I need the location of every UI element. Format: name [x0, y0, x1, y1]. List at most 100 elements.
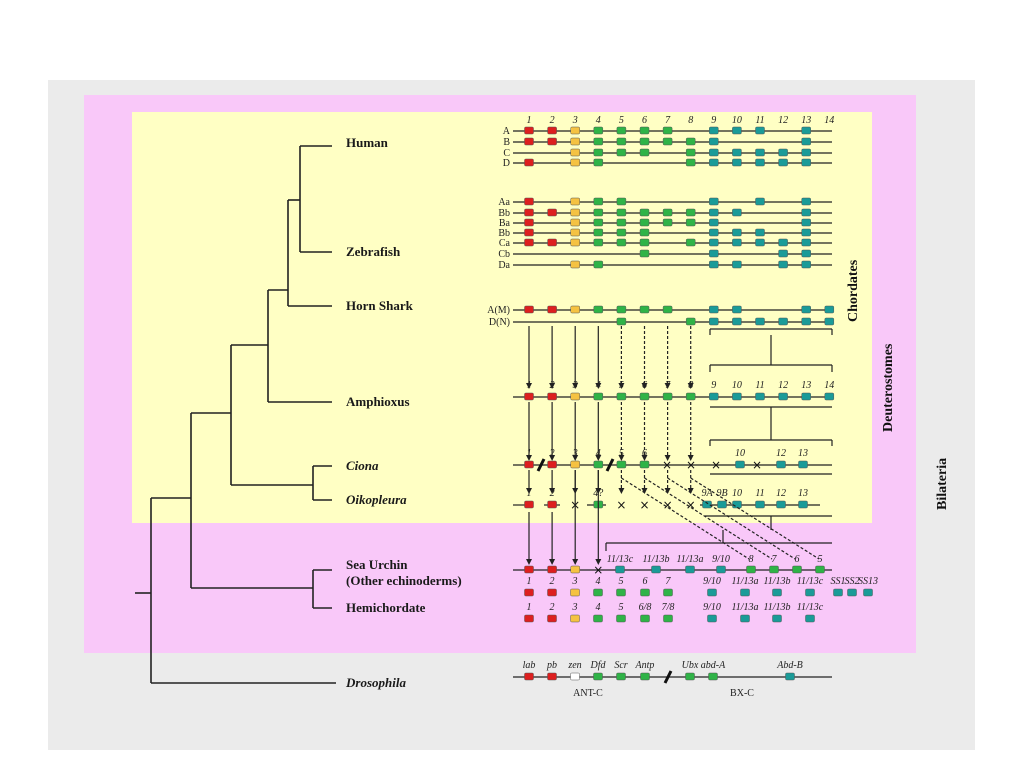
horn-shark-gene-box: [732, 317, 742, 326]
human-gene-box: [616, 148, 627, 157]
ciona-gene-number: 5: [619, 448, 624, 459]
oikopleura-gene-loss-mark: ×: [663, 498, 673, 512]
human-row-label: A: [503, 126, 511, 137]
human-gene-box: [732, 158, 742, 167]
drosophila-gene-box: [785, 672, 795, 681]
ciona-gene-box: [593, 460, 604, 469]
ciona-cluster-break: [536, 458, 546, 472]
amphioxus-to-ciona-dashed-arrow-head: [641, 455, 648, 461]
amphioxus-column-number: 2: [550, 380, 555, 391]
zebrafish-row-label: Cb: [498, 249, 510, 260]
human-column-number: 8: [688, 115, 693, 126]
sea-urchin-top-label: 11/13b: [642, 554, 669, 565]
sea-urchin-bottom-label: 3: [572, 576, 578, 587]
sea-urchin-gene-box: [640, 588, 650, 597]
amphioxus-gene-box: [524, 392, 534, 401]
zebrafish-gene-box: [801, 197, 811, 206]
drosophila-gene-box: [685, 672, 695, 681]
shark-to-amphioxus-arrow-head: [572, 383, 579, 389]
oikopleura-gene-box: [755, 500, 765, 509]
human-gene-box: [639, 137, 650, 146]
zebrafish-gene-box: [639, 218, 650, 227]
ciona-to-oikopleura-dashed-arrow-head: [664, 488, 671, 494]
drosophila-gene-box: [547, 672, 557, 681]
phylogenetic-tree: [135, 145, 336, 684]
zebrafish-gene-box: [570, 238, 580, 247]
sea-urchin-gene-box: [847, 588, 857, 597]
ciona-gene-box: [547, 460, 557, 469]
human-gene-box: [778, 158, 788, 167]
human-gene-box: [709, 126, 719, 135]
zebrafish-row-label: Bb: [498, 208, 510, 219]
oikopleura-gene-number: 12: [776, 488, 786, 499]
hemichordate-gene-box: [593, 614, 603, 623]
hemichordate-gene-box: [663, 614, 673, 623]
ciona-gene-number: 3: [572, 448, 578, 459]
human-row-label: C: [503, 148, 510, 159]
human-gene-box: [616, 137, 627, 146]
sea-urchin-top-label: 6: [795, 554, 800, 565]
hemichordate-gene-box: [570, 614, 580, 623]
zebrafish-gene-box: [639, 249, 650, 258]
taxon-label-sea-urchin: Sea Urchin: [346, 557, 408, 572]
sea-urchin-bottom-label: SS2: [845, 576, 860, 587]
oikopleura-gene-box: [524, 500, 534, 509]
sea-urchin-bottom-label: 11/13b: [763, 576, 790, 587]
oikopleura-gene-box: [776, 500, 786, 509]
zebrafish-gene-box: [570, 218, 580, 227]
human-gene-box: [524, 126, 534, 135]
zebrafish-gene-box: [732, 260, 742, 269]
amphioxus-gene-box: [593, 392, 604, 401]
amphioxus-gene-box: [547, 392, 557, 401]
human-gene-box: [570, 158, 580, 167]
amphioxus-gene-box: [685, 392, 696, 401]
ciona-gene-number: 6: [642, 448, 647, 459]
ciona-to-oikopleura-dashed-arrow-head: [618, 488, 625, 494]
drosophila-complex-label: ANT-C: [573, 688, 603, 699]
sea-urchin-bottom-label: 5: [619, 576, 624, 587]
ciona-cluster-break: [605, 458, 615, 472]
sea-urchin-gene-box: [616, 588, 626, 597]
clade-label-bilateria: Bilateria: [935, 458, 950, 510]
human-column-number: 1: [527, 115, 532, 126]
zebrafish-gene-box: [570, 228, 580, 237]
shark-to-amphioxus-arrow-head: [526, 383, 532, 389]
ciona-gene-number: 4: [596, 448, 601, 459]
amphioxus-gene-box: [639, 392, 650, 401]
amphioxus-column-number: 7: [665, 380, 671, 391]
human-gene-box: [778, 148, 788, 157]
horn-shark-gene-box: [593, 305, 604, 314]
human-gene-box: [801, 137, 811, 146]
human-gene-box: [709, 148, 719, 157]
sea-urchin-gene-box: [524, 565, 534, 574]
drosophila-gene-name: Scr: [614, 660, 627, 671]
zebrafish-row-label: Da: [498, 260, 510, 271]
sea-urchin-gene-box: [547, 588, 557, 597]
amphioxus-column-number: 6: [642, 380, 647, 391]
zebrafish-gene-box: [732, 238, 742, 247]
drosophila-gene-box: [708, 672, 718, 681]
zebrafish-gene-box: [709, 260, 719, 269]
zebrafish-gene-box: [547, 208, 557, 217]
human-gene-box: [593, 158, 604, 167]
drosophila-cluster-break: [663, 670, 673, 684]
zebrafish-gene-box: [801, 218, 811, 227]
sea-urchin-bottom-label: 4: [596, 576, 601, 587]
human-gene-box: [616, 126, 627, 135]
ciona-gene-loss-mark: ×: [686, 458, 696, 472]
zebrafish-gene-box: [778, 260, 788, 269]
sea-urchin-top-label: 11/13c: [607, 554, 634, 565]
drosophila-gene-box: [616, 672, 626, 681]
amphioxus-column-number: 10: [732, 380, 742, 391]
amphioxus-column-number: 4: [596, 380, 601, 391]
zebrafish-row-label: Bb: [498, 228, 510, 239]
zebrafish-gene-box: [570, 208, 580, 217]
human-gene-box: [801, 158, 811, 167]
horn-shark-row-label: A(M): [487, 305, 510, 316]
zebrafish-gene-box: [639, 238, 650, 247]
horn-shark-gene-box: [709, 317, 719, 326]
taxon-label-hemichordate: Hemichordate: [346, 600, 426, 615]
amphioxus-to-ciona-arrow-head: [595, 455, 602, 461]
ciona-gene-box: [639, 460, 650, 469]
zebrafish-gene-box: [524, 197, 534, 206]
